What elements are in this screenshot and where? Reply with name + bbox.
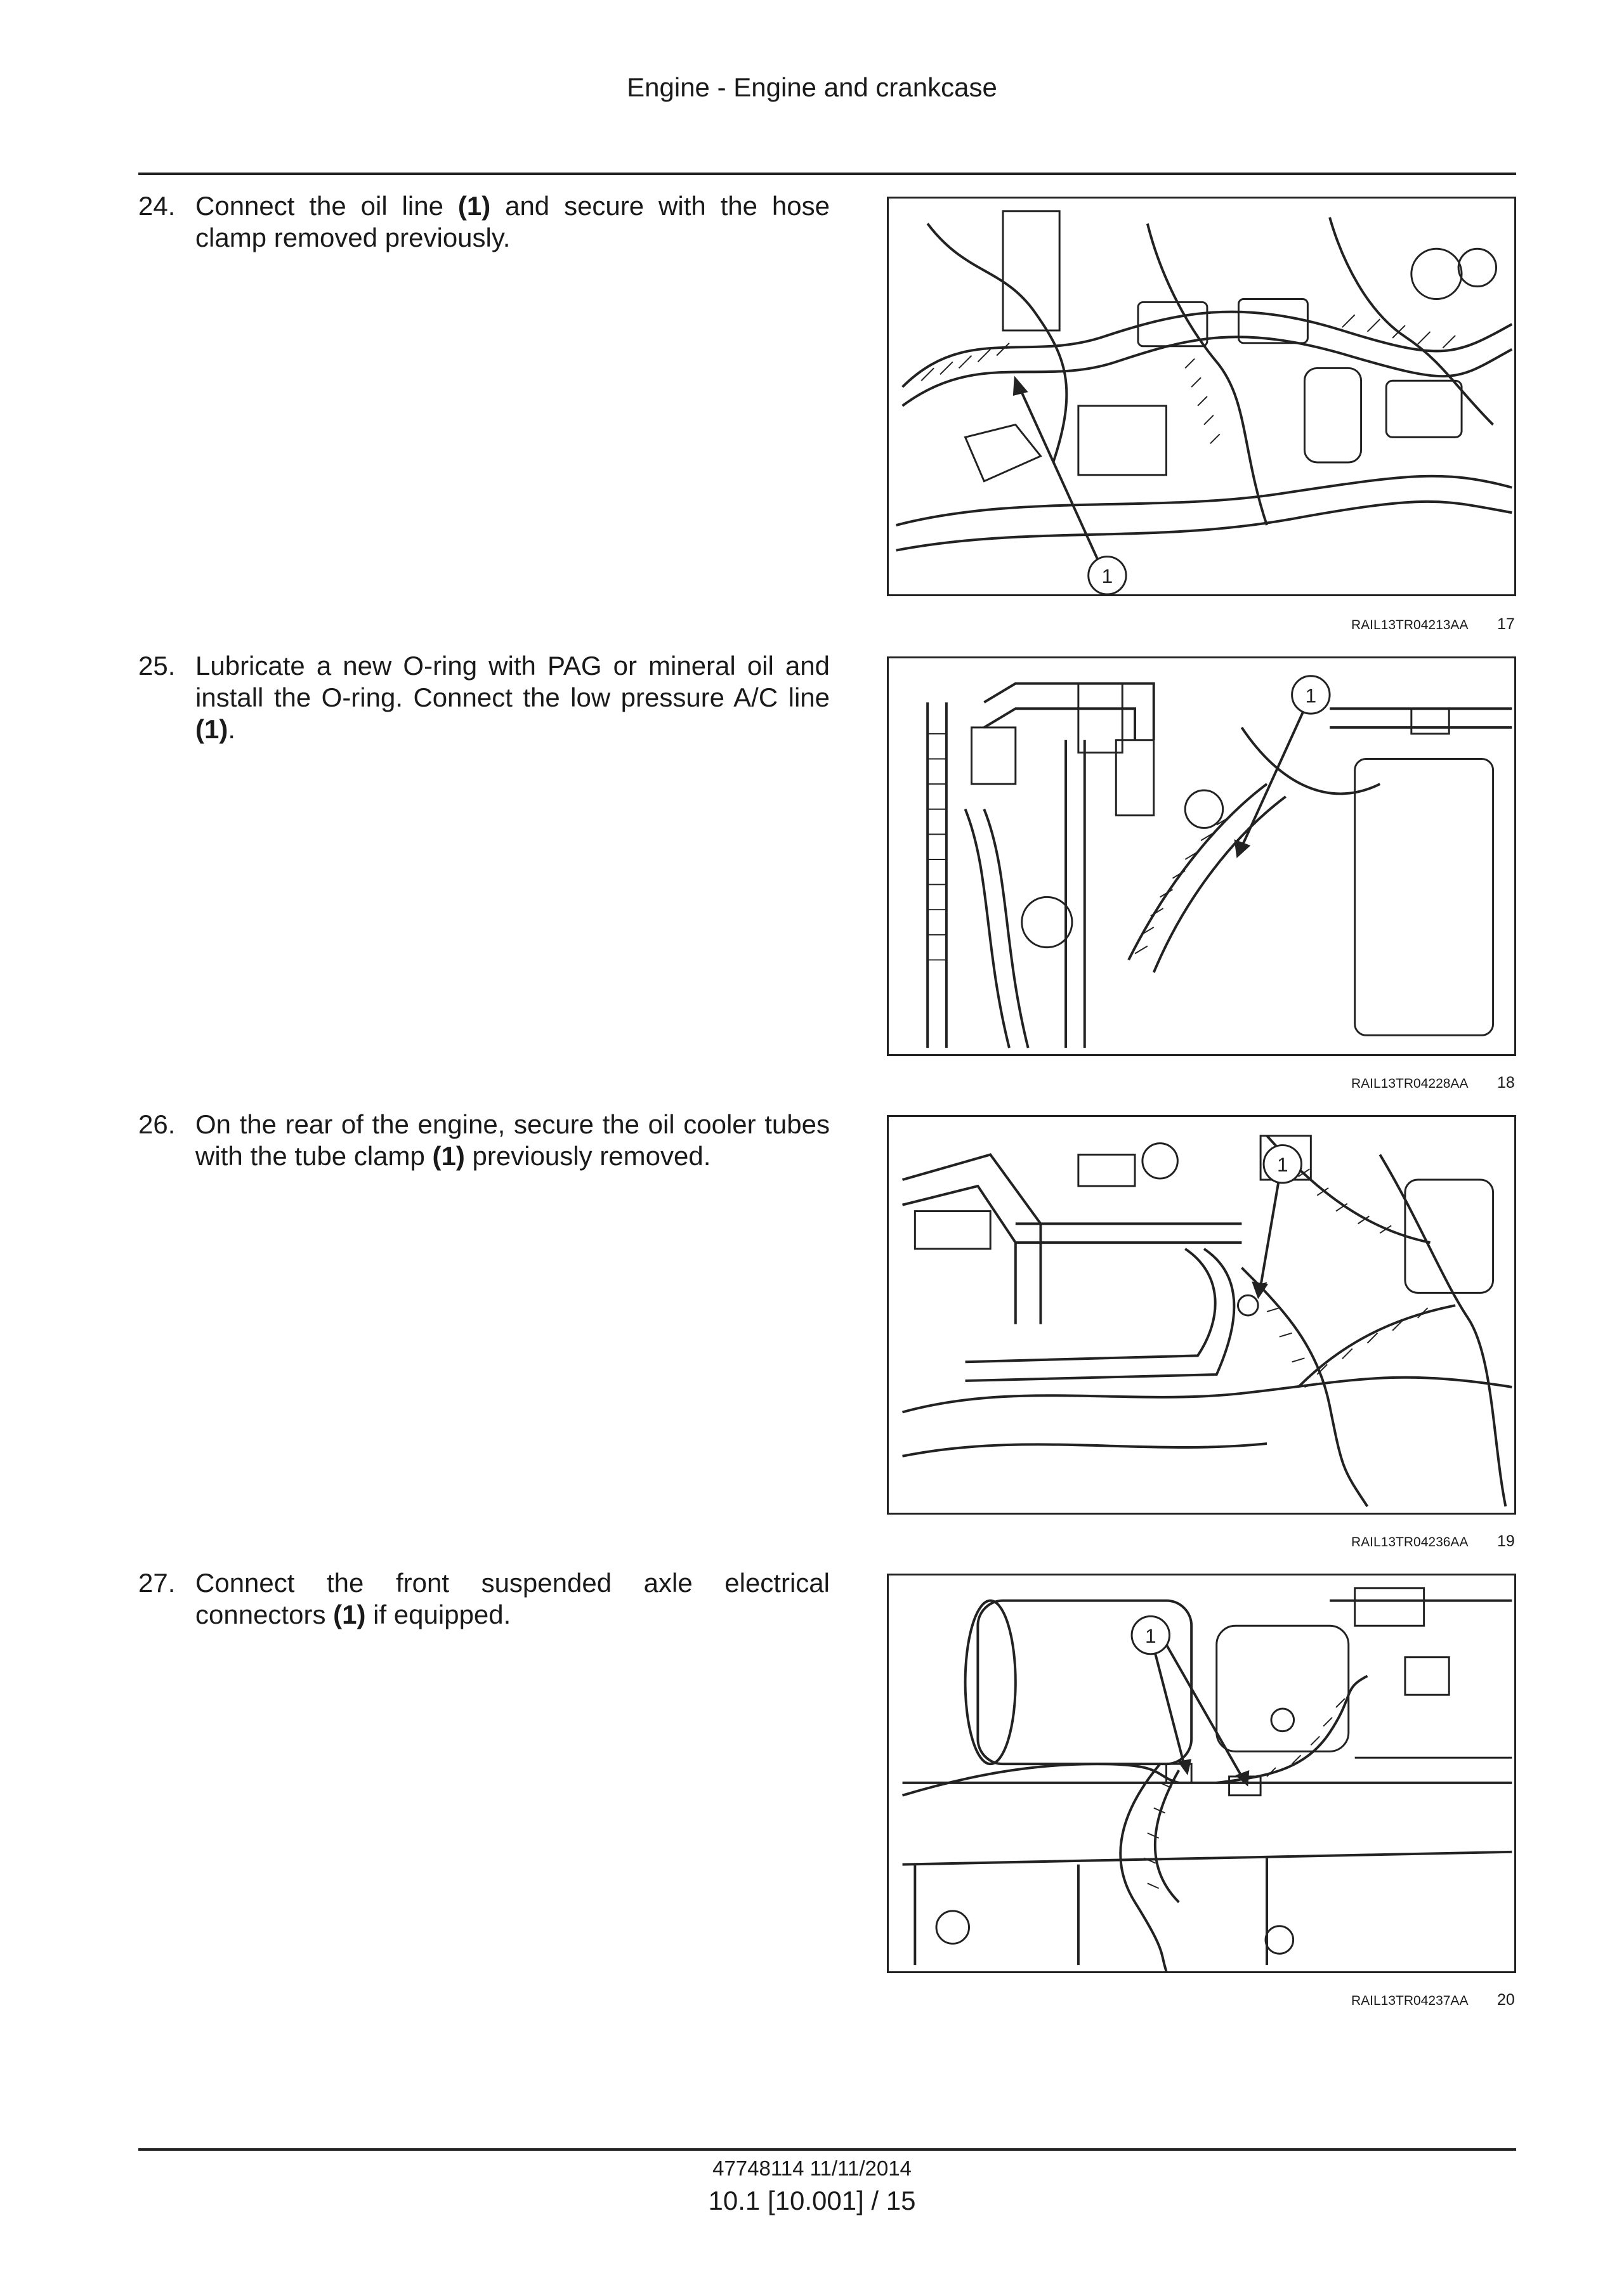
step-number: 27. [138, 1568, 176, 1598]
header-rule [138, 173, 1516, 175]
axle-illustration-electrical-connectors: 1 [901, 1587, 1512, 1971]
figure-18: 1 [887, 656, 1516, 1056]
engine-illustration-oil-cooler-tubes: 1 [901, 1135, 1512, 1508]
engine-illustration-oil-line: 1 [896, 210, 1513, 594]
step-text: On the rear of the engine, secure the oi… [195, 1109, 830, 1172]
callout-reference: (1) [195, 714, 228, 744]
figure-number: 17 [1497, 615, 1515, 633]
step-number: 24. [138, 191, 176, 221]
footer-rule [138, 2148, 1516, 2151]
step-text-part: Connect the oil line [195, 191, 458, 221]
callout-reference: (1) [457, 191, 491, 221]
footer-doc-id: 47748114 11/11/2014 [712, 2156, 912, 2180]
step-text: Connect the oil line (1) and secure with… [195, 190, 830, 254]
figure-number: 18 [1497, 1074, 1515, 1092]
figure-19: 1 [887, 1115, 1516, 1515]
callout-label: 1 [1145, 1624, 1156, 1647]
step-text-part: previously removed. [464, 1141, 711, 1171]
step-text-part: On the rear of the engine, secure the oi… [195, 1109, 830, 1171]
step-text-part: Lubricate a new O-ring with PAG or miner… [195, 651, 830, 712]
step-number: 25. [138, 651, 176, 681]
figure-number: 19 [1497, 1532, 1515, 1550]
step-text-part: and secure with the hose clamp removed p… [195, 191, 830, 252]
callout-reference: (1) [432, 1141, 465, 1171]
figure-ref: RAIL13TR04213AA [1351, 618, 1469, 632]
callout-label: 1 [1102, 564, 1113, 587]
figure-17: 1 [887, 197, 1516, 596]
step-text-part: . [228, 714, 236, 744]
engine-illustration-ac-line: 1 [926, 675, 1512, 1048]
callout-reference: (1) [333, 1600, 366, 1629]
footer-page-number: 10.1 [10.001] / 15 [708, 2186, 916, 2215]
figure-20: 1 [887, 1574, 1516, 1973]
figure-ref: RAIL13TR04237AA [1351, 1993, 1469, 2008]
figure-number: 20 [1497, 1991, 1515, 2009]
figure-ref: RAIL13TR04228AA [1351, 1076, 1469, 1091]
callout-label: 1 [1306, 684, 1317, 707]
step-text-part: if equipped. [365, 1600, 511, 1629]
step-number: 26. [138, 1109, 176, 1139]
callout-label: 1 [1277, 1153, 1288, 1176]
step-text-part: Connect the front suspended axle electri… [195, 1568, 830, 1629]
step-text: Connect the front suspended axle electri… [195, 1567, 830, 1631]
header-title: Engine - Engine and crankcase [627, 72, 997, 102]
step-text: Lubricate a new O-ring with PAG or miner… [195, 650, 830, 745]
figure-ref: RAIL13TR04236AA [1351, 1535, 1469, 1549]
